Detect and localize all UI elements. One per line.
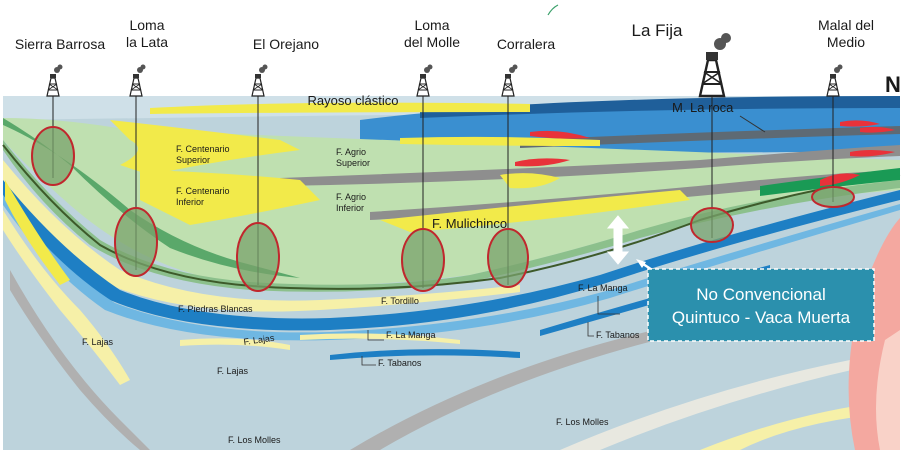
leader-line (367, 330, 384, 341)
label-la-roca: M. La roca (672, 100, 734, 115)
label-los-molles-1: F. Los Molles (228, 435, 281, 445)
well-label-la-fija: La Fija (631, 21, 683, 40)
label-los-molles-2: F. Los Molles (556, 417, 609, 427)
label-la-manga-left: F. La Manga (386, 330, 436, 340)
la-roca-gray (520, 126, 900, 148)
line: Loma (129, 17, 164, 33)
callout-arrowhead-icon (636, 259, 646, 268)
red-lens-4 (860, 126, 895, 133)
agrio-superior-gray (280, 145, 900, 186)
thin-yellow-band (400, 136, 600, 146)
dark-blue-strata (420, 96, 900, 118)
label-tabanos-right: F. Tabanos (596, 330, 640, 340)
lajas-finger-1 (3, 210, 130, 385)
target-corralera (487, 228, 529, 288)
line: Loma (414, 17, 449, 33)
target-loma-la-lata (114, 207, 158, 277)
tabanos-blue-left (330, 349, 520, 360)
label-lajas-2: F. Lajas (243, 333, 276, 347)
label-tordillo: F. Tordillo (381, 296, 419, 306)
mulichinco-yellow (380, 190, 690, 232)
line: F. Agrio (336, 192, 366, 202)
north-indicator: N (885, 72, 901, 97)
double-arrow-icon (606, 215, 630, 265)
target-ellipses (31, 126, 855, 292)
label-la-manga-right: F. La Manga (578, 283, 628, 293)
callout-box (647, 268, 875, 342)
pink-basement-light (876, 330, 900, 450)
centenario-superior-yellow (110, 120, 300, 175)
target-loma-del-molle (401, 228, 445, 292)
well-label-sierra-barrosa: Sierra Barrosa (15, 36, 105, 52)
line: F. Centenario (176, 186, 230, 196)
decorative-mark (547, 4, 559, 16)
yellow-lens (500, 173, 560, 189)
label-rayoso: Rayoso clástico (307, 93, 398, 108)
line: F. Agrio (336, 147, 366, 157)
leader-line (597, 296, 620, 315)
label-piedras-blancas: F. Piedras Blancas (178, 304, 253, 314)
callout-line-2: Quintuco - Vaca Muerta (672, 308, 851, 327)
line: del Molle (404, 34, 460, 50)
centenario-inferior-yellow (140, 170, 320, 225)
red-lens-2 (515, 158, 570, 167)
la-manga-pale-left (300, 333, 460, 344)
rayoso-yellow (150, 102, 530, 114)
lajas-finger-3 (180, 338, 290, 350)
line: F. Centenario (176, 144, 230, 154)
well-label-corralera: Corralera (497, 36, 556, 52)
target-el-orejano (236, 222, 280, 292)
target-la-fija (690, 207, 734, 243)
label-mulichinco: F. Mulichinco (432, 216, 507, 231)
target-malal-del-medio (811, 186, 855, 208)
leader-line (361, 356, 376, 366)
line: Medio (827, 34, 865, 50)
line: Superior (176, 155, 210, 165)
leader-line (587, 322, 594, 337)
line: Malal del (818, 17, 874, 33)
red-lens-6 (820, 173, 860, 186)
label-lajas-1: F. Lajas (82, 337, 114, 347)
red-lens-3 (840, 120, 880, 127)
tordillo-pale-yellow (3, 160, 520, 312)
line: Inferior (176, 197, 204, 207)
line: Superior (336, 158, 370, 168)
leader-line (739, 115, 766, 133)
line: Inferior (336, 203, 364, 213)
label-tabanos-left: F. Tabanos (378, 358, 422, 368)
red-lens-5 (850, 150, 895, 157)
line: la Lata (126, 34, 168, 50)
lajas-finger-2 (5, 180, 70, 285)
label-lajas-3: F. Lajas (217, 366, 249, 376)
callout-line-1: No Convencional (696, 285, 825, 304)
target-sierra-barrosa (31, 126, 75, 186)
red-lens-1 (530, 130, 590, 139)
los-molles-pale-right (560, 360, 860, 450)
well-label-el-orejano: El Orejano (253, 36, 319, 52)
